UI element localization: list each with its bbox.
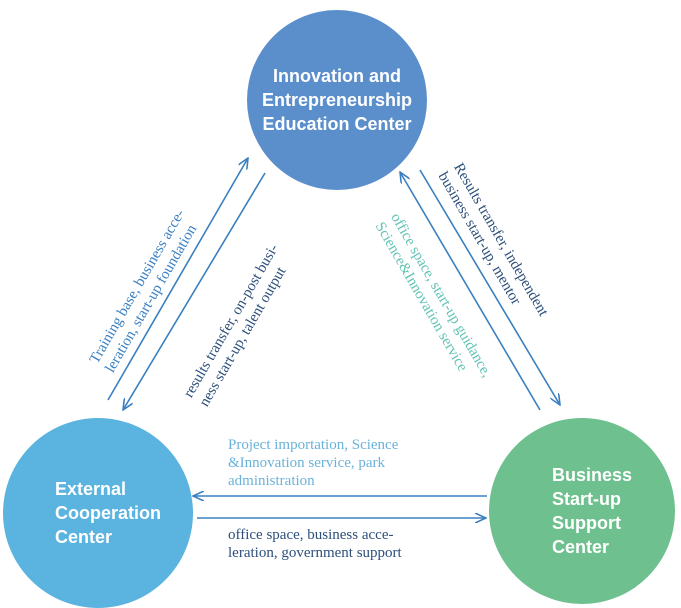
business-startup-node: Business Start-up Support Center: [489, 418, 675, 604]
business-startup-label: Business Start-up Support Center: [551, 465, 633, 557]
innovation-center-node: Innovation and Entrepreneurship Educatio…: [247, 10, 427, 190]
external-cooperation-node: External Cooperation Center: [3, 418, 193, 608]
edge-label-project-importation: Project importation, Science &Innovation…: [228, 437, 399, 489]
arrow-business-to-innovation: [400, 172, 541, 411]
edge-label-office-space-acceleration: office space, business acce- leration, g…: [228, 527, 402, 561]
innovation-center-label: Innovation and Entrepreneurship Educatio…: [261, 66, 413, 134]
arrow-innovation-to-business: [419, 169, 560, 405]
external-cooperation-label: External Cooperation Center: [55, 479, 161, 547]
arrow-innovation-to-external: [123, 172, 266, 410]
arrow-external-to-innovation: [107, 158, 248, 401]
